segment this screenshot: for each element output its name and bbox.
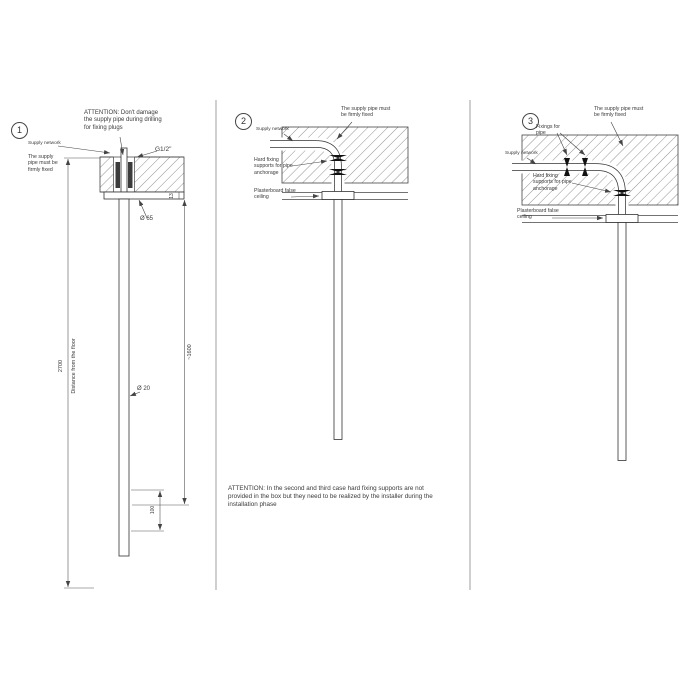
case1-fixing-plug-left: [115, 162, 120, 188]
case1-step-number: 1: [11, 122, 28, 139]
case1-dia20-leader: [129, 391, 141, 397]
case3-hardfixing-leader: [571, 182, 612, 193]
case3-anchor-clamp: [613, 190, 631, 196]
case1-attention-leader: [119, 136, 125, 156]
case2-hard-fixing-label: Hard fixing supports for pipe anchorage: [254, 157, 293, 176]
case1-thread-label: G1/2": [155, 146, 172, 153]
case1-pipe: [118, 198, 130, 557]
case2-plasterboard-leader: [290, 194, 320, 199]
case3-pipe-fixing-2: [582, 158, 588, 176]
case1-dim-1600-label: ~1600: [187, 344, 193, 360]
case2-firmly-fixed-label: The supply pipe must be firmly fixed: [341, 106, 391, 119]
case2-pipe: [333, 199, 343, 440]
case3-supply-network-label: Supply network: [505, 151, 538, 156]
case1-thread-leader: [136, 150, 158, 158]
case1-supply-leader: [57, 145, 111, 155]
case2-hardfixing-leader: [291, 159, 328, 167]
case2-plasterboard-label: Plasterboard false ceiling: [254, 188, 296, 201]
case3-fixings-leader-1: [556, 132, 568, 156]
case2-drawing: [270, 121, 409, 440]
case1-ceiling-hatch: [99, 156, 185, 193]
case1-escutcheon-plate: [103, 191, 185, 200]
case2-supply-network-label: Supply network: [256, 127, 289, 132]
case1-plate-diameter-label: Ø 65: [140, 216, 154, 222]
case1-dim-2700-label: 2700: [58, 359, 64, 373]
case3-fixings-leader-2: [559, 132, 586, 156]
case2-anchor-clamp-2: [329, 169, 347, 175]
case1-distance-floor-label: Distance from the floor: [71, 338, 77, 394]
case3-drawing: [512, 121, 679, 461]
case3-plasterboard-label: Plasterboard false ceiling: [517, 208, 559, 221]
case1-dim-100-label: 100: [150, 505, 156, 515]
case3-escutcheon-plate: [605, 214, 639, 223]
case1-pipe-top: [120, 147, 128, 193]
case1-dim-13-label: 13: [169, 193, 175, 199]
case3-firmly-leader: [610, 121, 624, 147]
case1-firmly-fixed-label: The supply pipe must be firmly fixed: [28, 154, 58, 173]
case1-fixing-plug-right: [128, 162, 133, 188]
case3-pipe-fixing-1: [564, 158, 570, 176]
case3-supply-leader: [526, 157, 537, 165]
case2-supply-leader: [283, 133, 294, 142]
case3-pipe: [617, 222, 627, 461]
case3-step-number: 3: [522, 113, 539, 130]
case2-firmly-leader: [336, 121, 353, 140]
case1-supply-network-label: Supply network: [28, 141, 61, 146]
case2-escutcheon-plate: [321, 191, 355, 200]
case1-dia65-leader: [138, 199, 148, 219]
case1-pipe-diameter-label: Ø 20: [137, 386, 151, 392]
case2-anchor-clamp-1: [329, 155, 347, 161]
case1-attention-note: ATTENTION: Don't damage the supply pipe …: [84, 110, 162, 131]
case1-drawing: [57, 136, 189, 589]
case3-hard-fixing-label: Hard fixing supports for pipe anchorage: [533, 173, 572, 192]
bottom-attention-note: ATTENTION: In the second and third case …: [228, 485, 433, 509]
case3-firmly-fixed-label: The supply pipe must be firmly fixed: [594, 106, 644, 119]
case2-step-number: 2: [235, 113, 252, 130]
case3-fixings-label: Fixings for pipe: [536, 124, 560, 137]
